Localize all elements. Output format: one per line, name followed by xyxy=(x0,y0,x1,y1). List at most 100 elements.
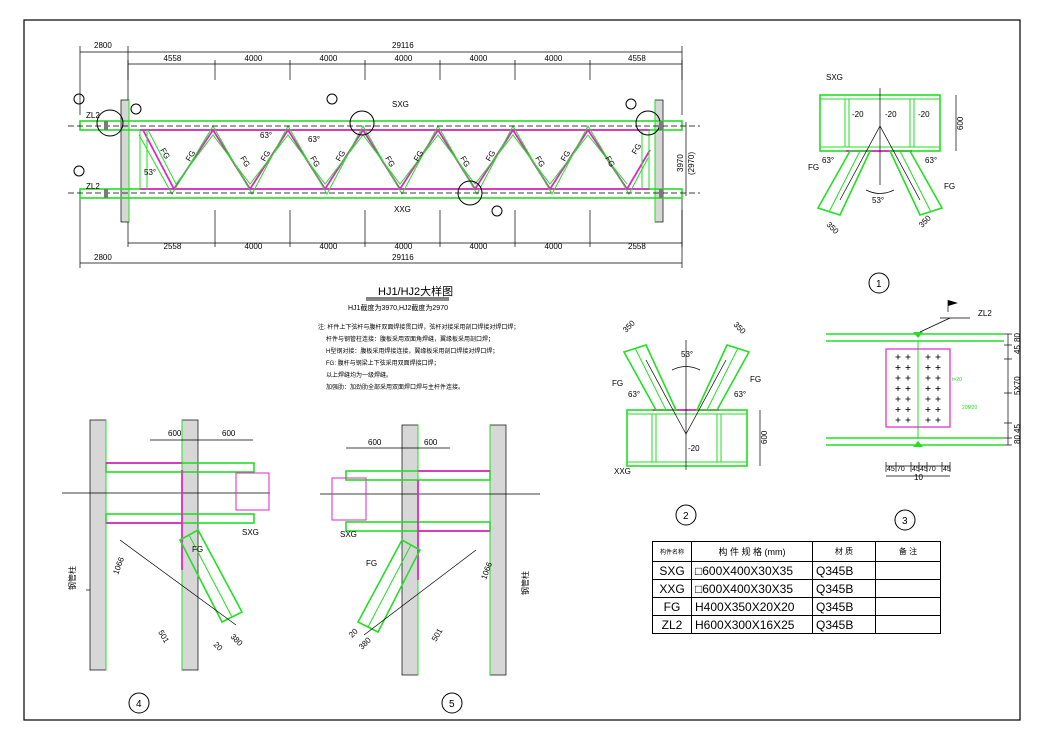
bottom-segment-dim: 4000 xyxy=(545,242,563,251)
d3-bottom-dim: 45 xyxy=(912,466,920,473)
d2-angle53: 53° xyxy=(681,350,693,359)
table-cell: ZL2 xyxy=(652,615,692,634)
top-segment-dim: 4000 xyxy=(545,54,563,63)
d1-sxg: SXG xyxy=(826,73,843,82)
d1-dim-20c: -20 xyxy=(918,110,930,119)
d3-right-dim: 45 xyxy=(1013,424,1022,433)
bottom-segment-dim: 4000 xyxy=(320,242,338,251)
d2-dim-600: 600 xyxy=(760,430,769,444)
label-angle-63: 63° xyxy=(260,131,272,140)
table-cell: Q345B xyxy=(812,561,876,580)
d3-right-dim: 45 xyxy=(1013,345,1022,354)
table-header: 构 件 规 格 (mm) xyxy=(691,541,813,562)
bottom-segment-dim: 4000 xyxy=(470,242,488,251)
fg-label: FG xyxy=(412,149,425,163)
label-zl2-top: ZL2 xyxy=(86,111,100,120)
d2-fg-right: FG xyxy=(750,375,761,384)
d5-dim-600b: 600 xyxy=(424,438,438,447)
table-header: 材 质 xyxy=(812,541,876,562)
table-cell xyxy=(875,561,941,580)
note-2: 杆件与钢管柱连接：腹板采用双面角焊缝，翼缘板采用剖口焊； xyxy=(326,335,494,343)
dim-total-bottom: 29116 xyxy=(392,253,414,262)
dim-total-top: 29116 xyxy=(392,41,414,50)
fg-label: FG xyxy=(334,149,347,163)
d3-right-dim: 80 xyxy=(1013,435,1022,444)
dim-overall-top: 2800 xyxy=(94,41,112,50)
table-header: 备 注 xyxy=(875,541,941,562)
note-3: H型钢对接：腹板采用焊接连接，翼缘板采用剖口焊接对焊口焊； xyxy=(326,347,498,355)
top-segment-dim: 4000 xyxy=(395,54,413,63)
note-5: 以上焊缝均为一级焊缝。 xyxy=(326,371,392,379)
bottom-segment-dim: 4000 xyxy=(395,242,413,251)
d2-angle63a: 63° xyxy=(628,390,640,399)
table-cell: SXG xyxy=(652,561,692,580)
d5-dim-600a: 600 xyxy=(368,438,382,447)
title-block: HJ1/HJ2大样图 HJ1截度为3970,HJ2截度为2970 注: 杆件上下… xyxy=(318,284,519,391)
table-cell: Q345B xyxy=(812,597,876,616)
d4-d3: 380 xyxy=(229,632,245,648)
label-xxg: XXG xyxy=(394,205,411,214)
callout-circle-2 xyxy=(457,180,483,206)
top-segment-dim: 4000 xyxy=(245,54,263,63)
d5-sxg: SXG xyxy=(340,530,357,539)
d1-dim-20b: -20 xyxy=(885,110,897,119)
label-zl2-bottom: ZL2 xyxy=(86,182,100,191)
marker-3: 3 xyxy=(902,516,908,527)
marker-1: 1 xyxy=(876,279,882,290)
top-segment-dim: 4000 xyxy=(320,54,338,63)
note-6: 加强肋：加劲肋全部采用双面焊口焊与主杆件连接。 xyxy=(326,383,464,391)
d4-d2: 501 xyxy=(156,629,171,646)
d1-angle63b: 63° xyxy=(925,156,937,165)
detail-4: 600 600 SXG FG 钢管柱 1066 501 380 20 4 xyxy=(62,419,270,714)
d4-sxg: SXG xyxy=(242,528,259,537)
bottom-segment-dim: 4000 xyxy=(245,242,263,251)
d3-bottom-dim: 45 xyxy=(887,466,895,473)
table-cell xyxy=(875,597,941,616)
d5-fg: FG xyxy=(366,559,377,568)
fg-label: FG xyxy=(158,147,171,161)
table-cell: FG xyxy=(652,597,692,616)
drawing-subtitle: HJ1截度为3970,HJ2截度为2970 xyxy=(348,303,448,312)
d3-right-dim: 80 xyxy=(1013,333,1022,342)
member-schedule-table: 构件名称 构 件 规 格 (mm) 材 质 备 注 SXG□600X400X30… xyxy=(652,541,941,634)
dim-height: 3970 xyxy=(676,154,685,172)
table-header: 构件名称 xyxy=(652,541,692,562)
label-angle-63b: 63° xyxy=(308,135,320,144)
d5-col: 钢管柱 xyxy=(520,571,530,595)
note-4: FG: 腹杆与钢梁上下弦采用双面焊接口焊； xyxy=(326,359,440,367)
drawing-title: HJ1/HJ2大样图 xyxy=(378,284,453,298)
d4-dim-600b: 600 xyxy=(222,429,236,438)
marker-4: 4 xyxy=(136,699,142,710)
d1-angle53: 53° xyxy=(872,196,884,205)
d2-fg-left: FG xyxy=(612,379,623,388)
d3-right-dim: 5X70 xyxy=(1013,376,1022,395)
d1-dim-20a: -20 xyxy=(852,110,864,119)
table-cell: XXG xyxy=(652,579,692,598)
d2-dim-350a: 350 xyxy=(621,318,637,334)
d5-d4: 20 xyxy=(347,626,360,639)
d3-bottom-dim: 45 xyxy=(920,466,928,473)
d3-bottom-dim: 45 xyxy=(943,466,951,473)
d4-dim-600a: 600 xyxy=(168,429,182,438)
d2-angle63b: 63° xyxy=(734,390,746,399)
table-header-row: 构件名称 构 件 规 格 (mm) 材 质 备 注 xyxy=(652,541,941,562)
detail-5: 600 600 SXG FG 钢管柱 1066 501 380 20 5 xyxy=(320,424,540,714)
d5-d3: 380 xyxy=(357,635,373,651)
fg-label: FG xyxy=(559,149,572,163)
d3-plate: t=20 xyxy=(952,377,962,383)
detail-1: SXG FG FG -20 -20 -20 600 53° 63° 63° 35… xyxy=(808,73,965,294)
d4-d1: 1066 xyxy=(111,555,126,575)
d1-dim-600: 600 xyxy=(956,116,965,130)
table-cell: H400X350X20X20 xyxy=(691,597,813,616)
top-segment-dim: 4558 xyxy=(164,54,182,63)
fg-label: FG xyxy=(484,149,497,163)
dim-height-2: (2970) xyxy=(687,152,696,175)
d1-dim-350a: 350 xyxy=(825,220,841,236)
